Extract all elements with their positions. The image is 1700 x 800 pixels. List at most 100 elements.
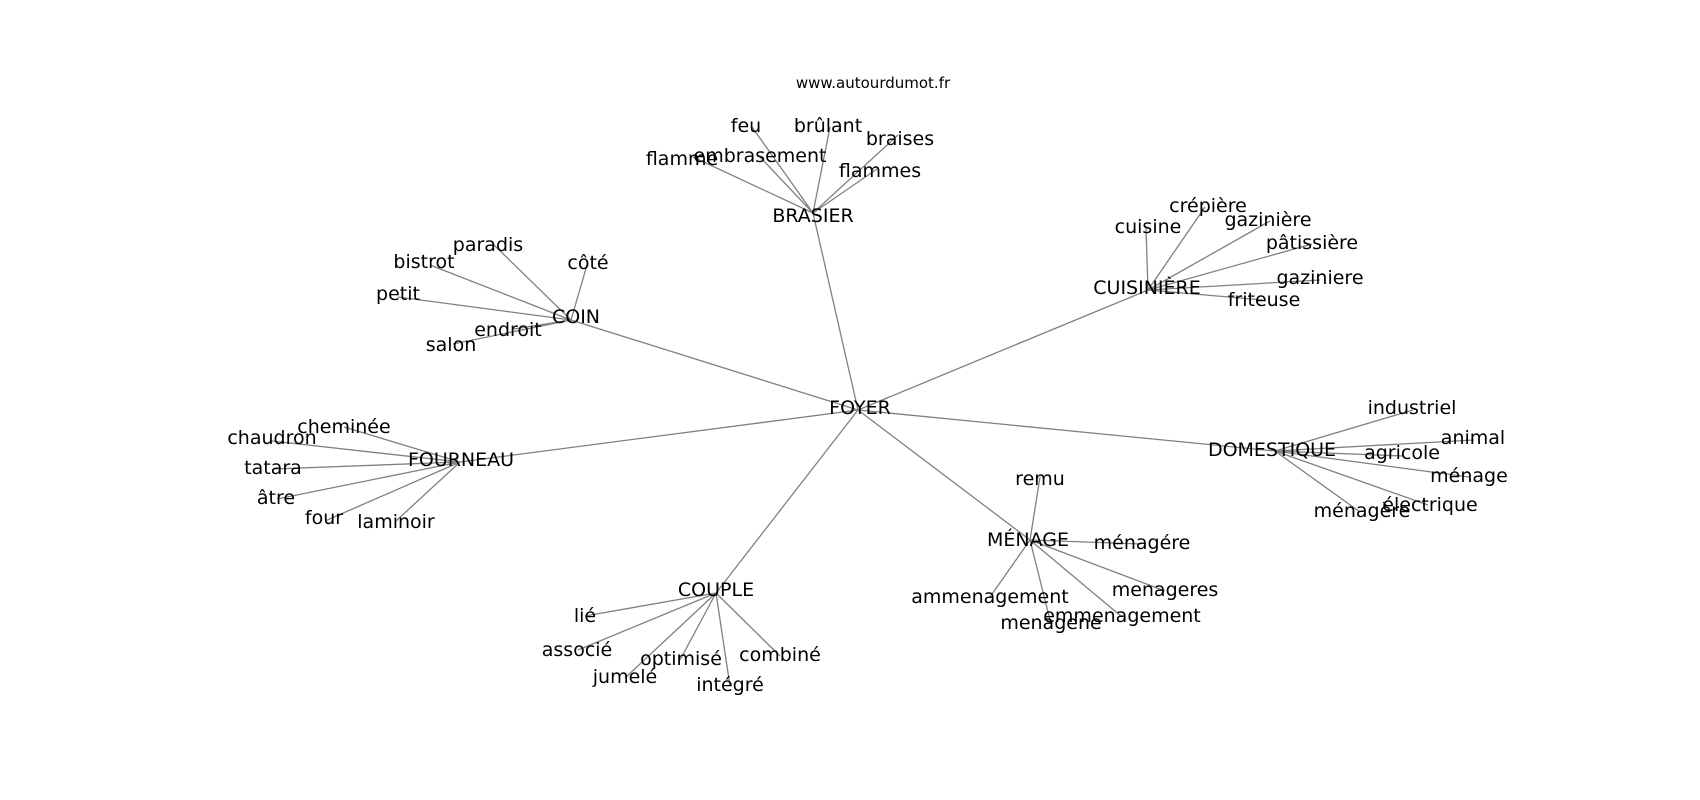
- leaf-node-electrique: électrique: [1382, 494, 1477, 516]
- leaf-node-bistrot: bistrot: [393, 251, 454, 273]
- leaf-node-friteuse: friteuse: [1228, 289, 1301, 311]
- edge-center-brasier: [812, 212, 859, 411]
- edge-couple-associe: [577, 592, 717, 651]
- leaf-node-cote: côté: [567, 252, 608, 274]
- leaf-node-flamme: flamme: [646, 148, 718, 170]
- leaf-node-associe: associé: [542, 639, 612, 661]
- edge-couple-lie: [584, 592, 717, 617]
- edge-domestique-menagere: [1274, 450, 1361, 513]
- leaf-node-industriel: industriel: [1368, 397, 1457, 419]
- leaf-node-menageres: menageres: [1112, 579, 1219, 601]
- edge-fourneau-cheminee: [343, 426, 461, 463]
- edge-domestique-animal: [1274, 439, 1475, 452]
- leaf-node-remu: remu: [1015, 468, 1065, 490]
- leaf-node-braises: braises: [866, 128, 934, 150]
- edge-menage-ammenagement: [989, 539, 1031, 598]
- center-node-foyer: FOYER: [829, 397, 891, 419]
- hub-node-fourneau: FOURNEAU: [408, 449, 514, 471]
- leaf-node-menagene: menagene: [1000, 612, 1101, 634]
- edge-fourneau-tatara: [272, 461, 461, 470]
- hub-node-cuisiniere: CUISINIÈRE: [1093, 276, 1200, 299]
- edge-coin-salon: [452, 319, 572, 345]
- leaf-node-salon: salon: [426, 334, 477, 356]
- edge-brasier-flammes: [812, 168, 878, 214]
- edge-center-fourneau: [459, 409, 859, 463]
- leaf-node-cheminee: cheminée: [297, 416, 390, 438]
- leaf-node-menagere: ménagère: [1314, 500, 1411, 522]
- leaf-node-menagere: ménagére: [1094, 532, 1191, 554]
- edge-brasier-flamme: [692, 156, 814, 214]
- leaf-node-crepiere: crépière: [1169, 195, 1247, 217]
- hub-node-coin: COIN: [552, 306, 600, 328]
- edge-coin-bistrot: [429, 264, 572, 321]
- leaf-node-combine: combiné: [739, 644, 821, 666]
- edge-couple-combine: [715, 592, 781, 657]
- edge-brasier-braises: [812, 134, 899, 214]
- leaf-node-tatara: tatara: [244, 457, 302, 479]
- edge-domestique-agricole: [1274, 450, 1404, 457]
- edge-center-coin: [570, 319, 859, 411]
- edge-coin-paradis: [492, 243, 572, 321]
- hub-node-brasier: BRASIER: [772, 205, 853, 227]
- leaf-node-four: four: [305, 507, 343, 529]
- edge-domestique-electrique: [1274, 450, 1429, 506]
- edge-couple-integre: [715, 592, 731, 687]
- edge-domestique-menage: [1274, 450, 1470, 478]
- edge-couple-jumele: [624, 592, 717, 679]
- leaf-node-gaziniere: gazinière: [1224, 209, 1311, 231]
- edge-brasier-brulant: [812, 126, 831, 214]
- leaf-node-cuisine: cuisine: [1115, 216, 1182, 238]
- edge-domestique-industriel: [1274, 409, 1414, 452]
- edge-center-menage: [857, 409, 1031, 541]
- edge-brasier-embrasement: [759, 156, 814, 214]
- leaf-node-agricole: agricole: [1364, 442, 1440, 464]
- leaf-node-laminoir: laminoir: [357, 511, 435, 533]
- leaf-node-integre: intégré: [696, 674, 764, 696]
- edge-menage-menageres: [1029, 539, 1166, 592]
- edge-cuisiniere-cuisine: [1145, 227, 1149, 291]
- leaf-node-chaudron: chaudron: [227, 427, 316, 449]
- edge-center-domestique: [857, 409, 1276, 452]
- leaf-node-menage: ménage: [1430, 465, 1508, 487]
- edge-fourneau-laminoir: [395, 461, 461, 522]
- edge-brasier-feu: [751, 126, 814, 214]
- leaf-node-emmenagement: emmenagement: [1043, 605, 1201, 627]
- hub-node-couple: COUPLE: [678, 579, 754, 601]
- edge-menage-menagene: [1029, 539, 1052, 625]
- edge-cuisiniere-gaziniere: [1147, 220, 1271, 291]
- edge-menage-emmenagement: [1029, 539, 1123, 618]
- edge-cuisiniere-patissiere: [1147, 243, 1313, 291]
- leaf-node-feu: feu: [731, 115, 761, 137]
- leaf-node-patissiere: pâtissière: [1266, 232, 1358, 254]
- hub-node-domestique: DOMESTIQUE: [1208, 439, 1336, 461]
- edge-couple-optimise: [679, 592, 717, 661]
- hub-node-menage: MÉNAGE: [987, 528, 1069, 551]
- leaf-node-brulant: brûlant: [794, 115, 862, 137]
- source-url-text: www.autourdumot.fr: [796, 74, 951, 92]
- edge-fourneau-chaudron: [271, 440, 461, 463]
- edge-cuisiniere-crepiere: [1147, 206, 1206, 291]
- edge-coin-cote: [570, 264, 588, 321]
- edge-fourneau-atre: [276, 461, 461, 500]
- leaf-node-gaziniere: gaziniere: [1276, 267, 1363, 289]
- leaf-node-atre: âtre: [257, 487, 295, 509]
- leaf-node-embrasement: embrasement: [694, 145, 827, 167]
- leaf-node-animal: animal: [1441, 427, 1505, 449]
- edge-center-cuisiniere: [857, 289, 1149, 411]
- leaf-node-jumele: jumelé: [592, 666, 658, 688]
- edge-cuisiniere-friteuse: [1147, 289, 1264, 301]
- leaf-node-optimise: optimisé: [640, 648, 722, 670]
- edge-menage-remu: [1029, 476, 1041, 541]
- edge-coin-petit: [397, 296, 572, 321]
- leaf-node-paradis: paradis: [453, 234, 523, 256]
- edge-fourneau-four: [324, 461, 461, 522]
- leaf-node-ammenagement: ammenagement: [911, 586, 1068, 608]
- edge-center-couple: [715, 409, 859, 594]
- leaf-node-endroit: endroit: [474, 319, 542, 341]
- leaf-node-lie: lié: [574, 605, 596, 627]
- edge-menage-menagere: [1029, 539, 1142, 545]
- leaf-node-petit: petit: [376, 283, 420, 305]
